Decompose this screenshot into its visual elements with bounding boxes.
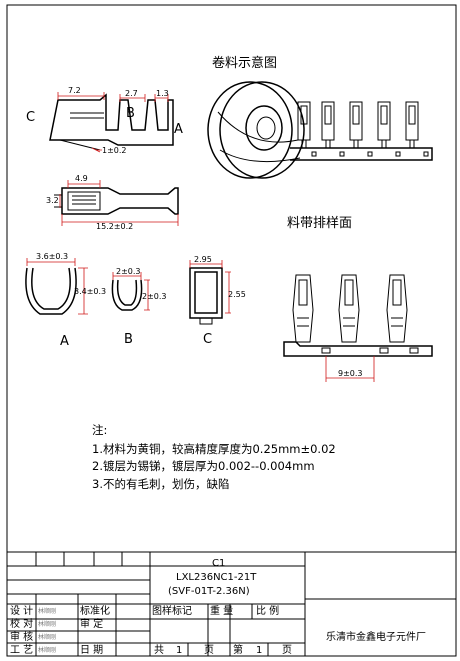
dim-line-72: [57, 92, 105, 100]
dim-b-w: 2±0.3: [116, 267, 141, 276]
tb-sig1: 林顺刚: [38, 607, 56, 615]
section-b: 2±0.3 2±0.3 B: [111, 267, 167, 347]
side-tail: [59, 139, 101, 151]
tb-c1: C1: [212, 558, 225, 569]
note-2: 2.镀层为锡锑，镀层厚为0.002--0.004mm: [92, 459, 315, 473]
tb-sig4: 林顺刚: [38, 646, 56, 654]
section-c: 2.95 2.55 C: [189, 255, 246, 347]
dim-line-b-w: [112, 272, 142, 280]
dim-line-152: [61, 214, 179, 226]
reel-hub-outer: [245, 105, 283, 151]
section-b-shape: [111, 279, 143, 311]
dim-b-h: 2±0.3: [142, 292, 167, 301]
tb-process: 工 艺: [10, 644, 33, 656]
dim-line-13: [154, 94, 169, 102]
tb-part-no: LXL236NC1-21T: [176, 572, 257, 583]
tb-company: 乐清市金鑫电子元件厂: [326, 630, 426, 643]
strip-terminals: [292, 274, 408, 343]
reel-hub-inner: [256, 116, 276, 140]
section-a-shape: [25, 267, 77, 315]
dim-1: 1±0.2: [102, 146, 127, 155]
dim-line-1: [91, 147, 102, 153]
top-tab: [54, 194, 63, 208]
reel-strip-holes: [311, 151, 429, 157]
section-c-shape: [189, 267, 223, 319]
title-block: C1 LXL236NC1-21T (SVF-01T-2.36N) 设 计 校 对…: [6, 551, 457, 657]
tb-part-alt: (SVF-01T-2.36N): [168, 586, 250, 597]
dim-line-a-h: [78, 267, 88, 315]
notes-label: 注:: [92, 423, 108, 437]
tb-sheet-page: 页: [282, 644, 292, 656]
label-a: A: [60, 334, 69, 349]
dim-a-w: 3.6±0.3: [36, 252, 68, 261]
tb-sig3: 林顺刚: [38, 633, 56, 641]
dim-27: 2.7: [125, 89, 138, 98]
section-c-foot: [199, 318, 213, 325]
tb-sig2: 林顺刚: [38, 620, 56, 628]
dim-c-w: 2.95: [194, 255, 212, 264]
tb-lines: [7, 552, 456, 656]
tb-check: 校 对: [10, 617, 33, 630]
dim-49: 4.9: [75, 174, 88, 183]
tb-sheet: 第: [233, 643, 243, 656]
tb-total-num: 1: [176, 645, 182, 656]
dim-line-a-w: [26, 258, 76, 266]
reel-title: 卷料示意图: [212, 55, 277, 71]
tb-sheet-num: 1: [256, 645, 262, 656]
dim-a-h: 3.4±0.3: [74, 287, 106, 296]
dim-13: 1.3: [156, 89, 169, 98]
dim-c-h: 2.55: [228, 290, 246, 299]
reel-rim-back: [207, 81, 293, 179]
dim-line-pitch: [325, 356, 375, 382]
dim-line-c-w: [189, 260, 223, 268]
reel-wind: [217, 111, 301, 163]
dim-72: 7.2: [68, 86, 81, 95]
strip-carrier-holes: [321, 347, 419, 354]
top-view: 4.9 3.2 15.2±0.2: [46, 174, 179, 231]
side-view: C A B 7.2 2.7 1.3 1±0.2: [26, 86, 183, 155]
reel-illustration: 卷料示意图: [207, 55, 433, 179]
tb-total: 共: [154, 644, 164, 656]
strip-title: 料带排样面: [287, 216, 352, 231]
tb-date: 日 期: [80, 644, 103, 656]
reel-strip-base: [290, 147, 433, 161]
dim-line-b-h: [144, 279, 150, 311]
tb-scale: 比 例: [256, 604, 279, 617]
tb-mark: 图样标记: [152, 604, 192, 617]
reel-strip-terminals: [297, 101, 419, 148]
side-profile: [49, 93, 174, 146]
label-c: C: [203, 332, 212, 347]
note-1: 1.材料为黄铜，较高精度厚度为0.25mm±0.02: [92, 442, 336, 456]
dim-pitch: 9±0.3: [338, 369, 363, 378]
tb-weight: 重 量: [210, 604, 233, 617]
top-inner: [67, 191, 101, 211]
label-b: B: [124, 332, 133, 347]
tb-page: 页: [204, 644, 214, 656]
label-a-side: A: [174, 122, 183, 137]
tb-review: 审 核: [10, 630, 33, 643]
note-3: 3.不的有毛刺，划伤，缺陷: [92, 477, 230, 491]
strip-layout: 料带排样面 9±0.3: [283, 216, 433, 382]
dim-line-c-h: [225, 271, 231, 314]
dim-152: 15.2±0.2: [96, 222, 133, 231]
dim-32: 3.2: [46, 196, 59, 205]
tb-approve: 审 定: [80, 617, 103, 630]
dim-line-27: [119, 94, 146, 102]
side-inner: [70, 112, 104, 119]
tb-design: 设 计: [10, 604, 33, 617]
tb-standard: 标准化: [80, 604, 110, 617]
label-c-side: C: [26, 110, 35, 125]
reel-rim-front: [219, 81, 305, 179]
section-a: 3.6±0.3 3.4±0.3 A: [25, 252, 106, 349]
dim-line-49: [67, 180, 101, 188]
